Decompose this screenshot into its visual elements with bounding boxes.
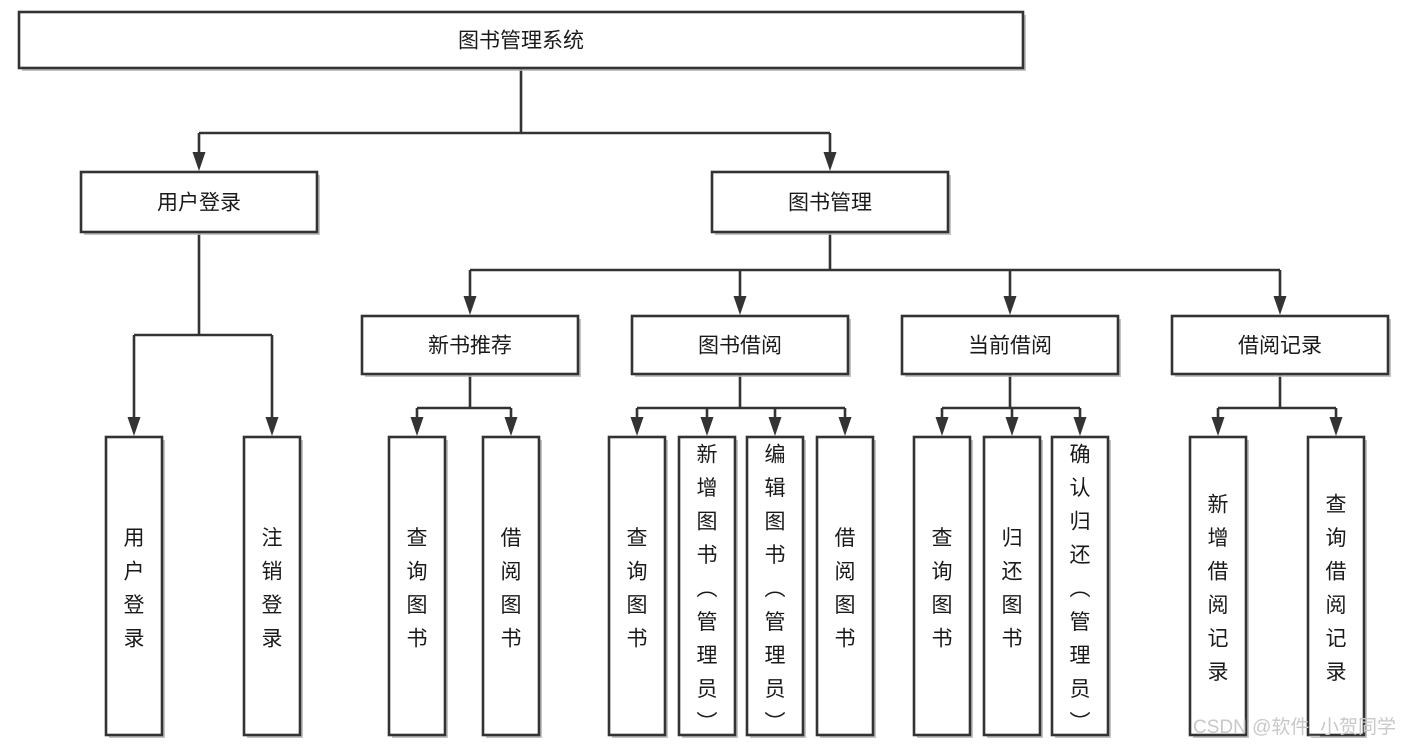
node-label-leaf_edit_book: 编辑图书︵管理员︶ [765, 443, 786, 734]
connector-group-current_borrow [935, 374, 1087, 436]
node-box-leaf_return_book[interactable] [982, 435, 1042, 737]
node-user_login[interactable]: 用户登录 [79, 170, 320, 235]
node-borrow_record[interactable]: 借阅记录 [1170, 314, 1391, 377]
connector-group-new_book_rec [410, 374, 518, 436]
node-label-leaf_logout: 注销登录 [262, 527, 283, 651]
node-label-leaf_confirm_return: 确认归还︵管理员︶ [1070, 443, 1091, 734]
node-label-current_borrow: 当前借阅 [968, 335, 1052, 358]
node-label-leaf_query_book_a: 查询图书 [407, 527, 428, 651]
node-leaf_query_book_c[interactable]: 查询图书 [912, 435, 973, 738]
node-root[interactable]: 图书管理系统 [17, 10, 1026, 71]
node-leaf_borrow_book_a[interactable]: 借阅图书 [481, 435, 542, 738]
node-label-new_book_rec: 新书推荐 [428, 335, 512, 358]
node-box-leaf_borrow_book_b[interactable] [815, 435, 875, 737]
node-box-leaf_borrow_book_a[interactable] [481, 435, 541, 737]
node-box-leaf_query_book_b[interactable] [607, 435, 667, 737]
node-label-leaf_add_record: 新增借阅记录 [1208, 494, 1229, 685]
node-label-leaf_query_book_b: 查询图书 [627, 527, 648, 651]
connector-group-user_login [127, 232, 279, 436]
node-label-leaf_query_record: 查询借阅记录 [1326, 494, 1347, 685]
node-leaf_return_book[interactable]: 归还图书 [982, 435, 1043, 738]
node-box-leaf_add_book[interactable] [677, 435, 737, 737]
node-label-book_borrow: 图书借阅 [698, 335, 782, 358]
node-box-root[interactable] [17, 10, 1025, 70]
node-leaf_query_book_a[interactable]: 查询图书 [387, 435, 448, 738]
node-label-user_login: 用户登录 [157, 192, 241, 215]
node-label-book_manage: 图书管理 [788, 192, 872, 215]
node-leaf_add_record[interactable]: 新增借阅记录 [1188, 435, 1249, 738]
connector-group-borrow_record [1211, 374, 1343, 436]
node-box-leaf_query_record[interactable] [1306, 435, 1366, 737]
node-box-leaf_query_book_a[interactable] [387, 435, 447, 737]
node-label-borrow_record: 借阅记录 [1238, 335, 1322, 358]
node-label-leaf_user_login: 用户登录 [124, 527, 145, 651]
node-box-leaf_query_book_c[interactable] [912, 435, 972, 737]
node-leaf_borrow_book_b[interactable]: 借阅图书 [815, 435, 876, 738]
node-label-root: 图书管理系统 [458, 30, 584, 53]
node-box-user_login[interactable] [79, 170, 319, 234]
connector-group-root [192, 68, 837, 171]
node-label-leaf_borrow_book_a: 借阅图书 [501, 527, 522, 651]
node-box-leaf_user_login[interactable] [104, 435, 164, 737]
node-book_borrow[interactable]: 图书借阅 [630, 314, 851, 377]
node-current_borrow[interactable]: 当前借阅 [900, 314, 1121, 377]
node-leaf_user_login[interactable]: 用户登录 [104, 435, 165, 738]
node-box-leaf_edit_book[interactable] [745, 435, 805, 737]
node-box-current_borrow[interactable] [900, 314, 1120, 376]
connector-layer [127, 68, 1343, 436]
node-label-leaf_return_book: 归还图书 [1002, 527, 1023, 651]
connector-group-book_manage [463, 232, 1287, 315]
node-label-leaf_query_book_c: 查询图书 [932, 527, 953, 651]
node-leaf_confirm_return[interactable]: 确认归还︵管理员︶ [1050, 435, 1111, 738]
connector-group-book_borrow [630, 374, 852, 436]
node-leaf_add_book[interactable]: 新增图书︵管理员︶ [677, 435, 738, 738]
node-box-leaf_confirm_return[interactable] [1050, 435, 1110, 737]
node-layer: 图书管理系统用户登录图书管理新书推荐图书借阅当前借阅借阅记录用户登录注销登录查询… [17, 10, 1391, 738]
node-leaf_edit_book[interactable]: 编辑图书︵管理员︶ [745, 435, 806, 738]
node-leaf_logout[interactable]: 注销登录 [242, 435, 303, 738]
node-new_book_rec[interactable]: 新书推荐 [360, 314, 581, 377]
node-label-leaf_borrow_book_b: 借阅图书 [835, 527, 856, 651]
node-leaf_query_book_b[interactable]: 查询图书 [607, 435, 668, 738]
csdn-watermark: CSDN @软件_小贺同学 [1193, 716, 1396, 738]
node-label-leaf_add_book: 新增图书︵管理员︶ [697, 443, 718, 734]
node-box-book_manage[interactable] [710, 170, 950, 234]
node-box-leaf_logout[interactable] [242, 435, 302, 737]
node-box-new_book_rec[interactable] [360, 314, 580, 376]
node-leaf_query_record[interactable]: 查询借阅记录 [1306, 435, 1367, 738]
node-book_manage[interactable]: 图书管理 [710, 170, 951, 235]
node-box-book_borrow[interactable] [630, 314, 850, 376]
node-box-borrow_record[interactable] [1170, 314, 1390, 376]
node-box-leaf_add_record[interactable] [1188, 435, 1248, 737]
